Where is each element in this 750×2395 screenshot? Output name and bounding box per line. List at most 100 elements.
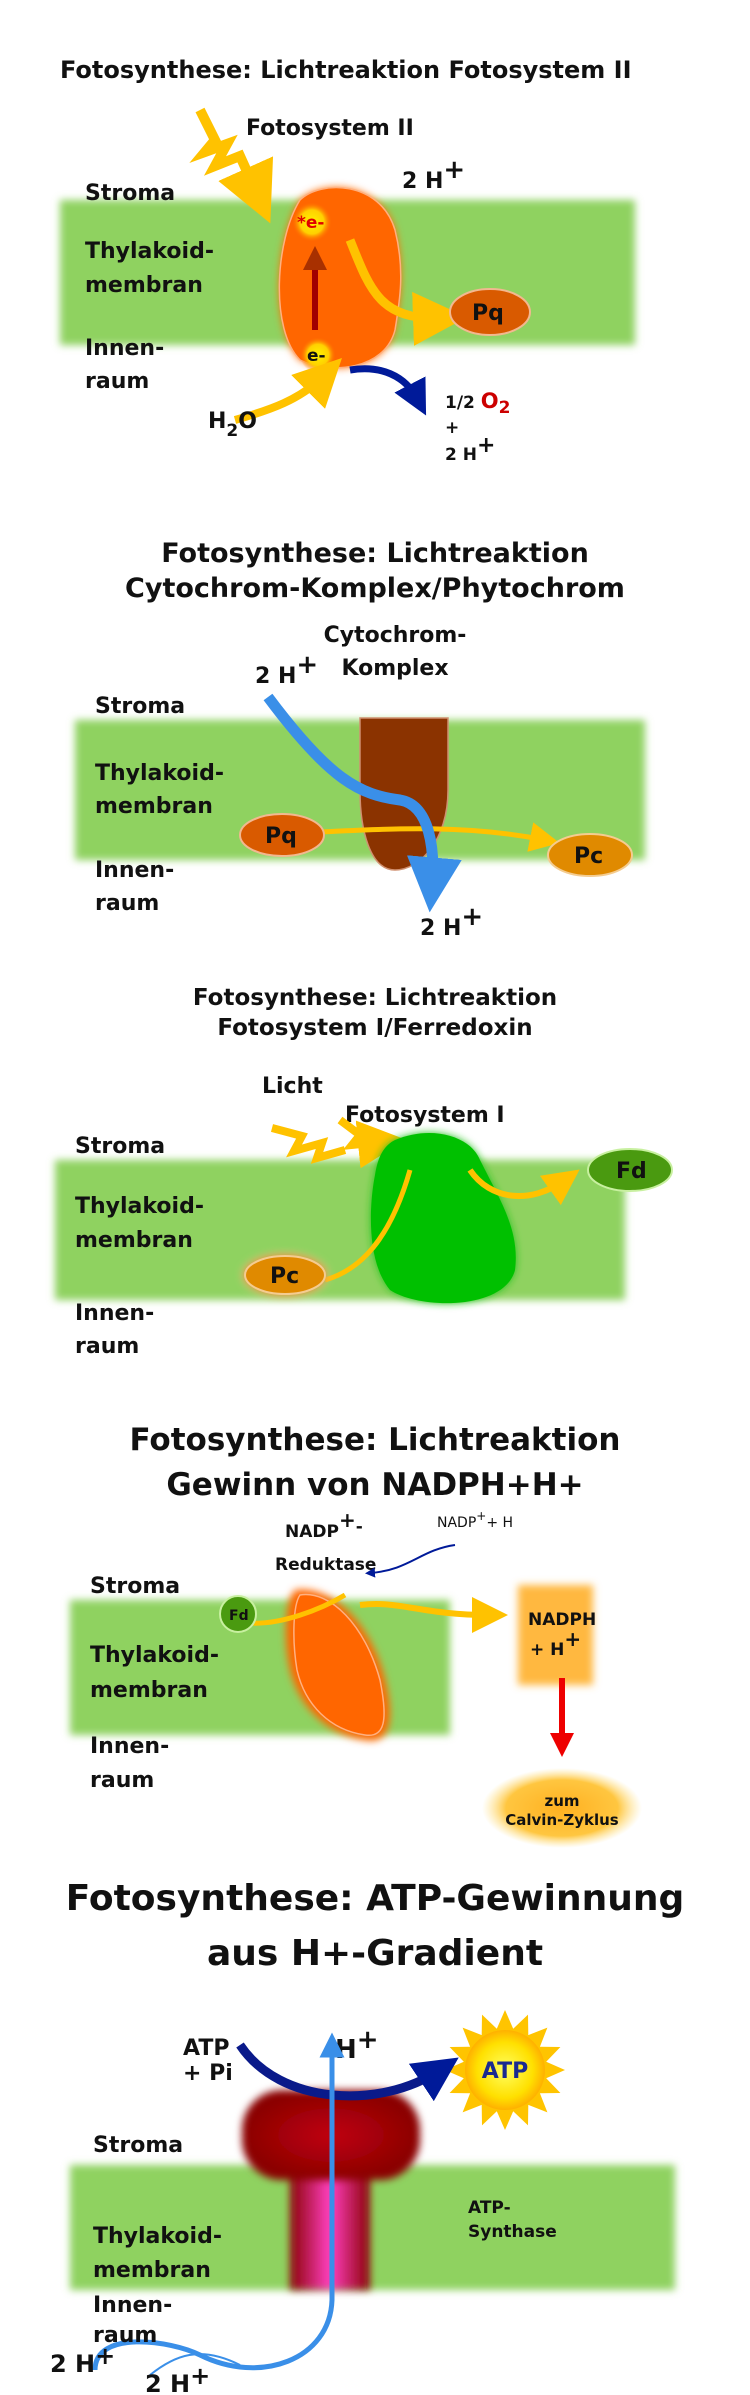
- complex-label-1: NADP+-: [285, 1508, 363, 1542]
- carrier-out-label: Fd: [616, 1159, 647, 1184]
- plastoquinone-carrier: [239, 813, 325, 857]
- panel-title-line-1: Fotosynthese: Lichtreaktion: [193, 985, 557, 1011]
- panel-title-line-1: Fotosynthese: Lichtreaktion: [161, 538, 589, 569]
- complex-label: Fotosystem II: [246, 116, 414, 141]
- proton-transport-arrow: [263, 693, 462, 913]
- lumen-label-2: raum: [90, 1768, 154, 1793]
- complex-label-1: Cytochrom-: [324, 623, 467, 648]
- ferredoxin-carrier: [219, 1595, 257, 1633]
- lumen-label-2: raum: [75, 1334, 139, 1359]
- lumen-label-2: raum: [85, 369, 149, 394]
- light-lightning-icon: [189, 107, 274, 224]
- lumen-label-1: Innen-: [85, 336, 164, 361]
- ferredoxin-transfer-arrow: [467, 1168, 580, 1206]
- water-label: H2O: [208, 409, 257, 441]
- atp-sun-core: [465, 2030, 545, 2110]
- panel-title-line-2: Fotosystem I/Ferredoxin: [217, 1015, 532, 1041]
- carrier-in-label: Pc: [270, 1264, 299, 1289]
- proton-label-1: 2 H+: [50, 2342, 115, 2378]
- proton-flow-branch: [149, 2353, 241, 2376]
- product-plus: +: [445, 418, 459, 438]
- proton-product-label: 2 H+: [445, 433, 495, 465]
- lumen-label-1: Innen-: [95, 858, 174, 883]
- lumen-label-1: Innen-: [93, 2293, 172, 2318]
- proton-in-label: 2 H+: [255, 650, 318, 689]
- lumen-label-1: Innen-: [75, 1301, 154, 1326]
- membrane-label-1: Thylakoid-: [95, 761, 224, 786]
- stroma-label: Stroma: [75, 1134, 165, 1159]
- lumen-label-1: Innen-: [90, 1734, 169, 1759]
- proton-flow-arrow: [92, 2032, 345, 2371]
- proton-label: 2 H+: [402, 155, 465, 194]
- proton-out-label: 2 H+: [420, 902, 483, 941]
- stroma-label: Stroma: [90, 1574, 180, 1599]
- plastocyanin-carrier: [244, 1255, 326, 1295]
- oxygen-product-label: 1/2 O2: [445, 389, 511, 418]
- product-label: ATP: [482, 2059, 528, 2084]
- carrier-label: Fd: [229, 1608, 249, 1624]
- panel-title-line-1: Fotosynthese: ATP-Gewinnung: [66, 1878, 685, 1919]
- panel-title-line-1: Fotosynthese: Lichtreaktion: [130, 1422, 621, 1458]
- membrane-label-1: Thylakoid-: [90, 1643, 219, 1668]
- membrane-label-1: Thylakoid-: [85, 239, 214, 264]
- plastoquinone-carrier: [449, 288, 531, 336]
- stroma-label: Stroma: [93, 2133, 183, 2158]
- nadp-reductase-complex: [293, 1593, 385, 1736]
- thylakoid-membrane-band: [70, 2165, 675, 2290]
- membrane-label-1: Thylakoid-: [75, 1194, 204, 1219]
- nadph-formation-arrow: [359, 1596, 508, 1633]
- product-label-2: + H+: [530, 1627, 581, 1660]
- destination-label-1: zum: [544, 1792, 579, 1810]
- nadph-box: [518, 1585, 593, 1685]
- complex-label-2: Synthase: [468, 2222, 557, 2242]
- membrane-label-2: membran: [75, 1228, 193, 1253]
- membrane-label-2: membran: [95, 794, 213, 819]
- panel-photosystem-i: Fotosynthese: Lichtreaktion Fotosystem I…: [55, 985, 673, 1359]
- panel-nadph-gain: Fotosynthese: Lichtreaktion Gewinn von N…: [70, 1422, 642, 1848]
- electron-transfer-arrow: [324, 1169, 413, 1283]
- complex-label-1: ATP-: [468, 2198, 511, 2218]
- panel-cytochrome-complex: Fotosynthese: Lichtreaktion Cytochrom-Ko…: [75, 538, 645, 941]
- panel-title: Fotosynthese: Lichtreaktion Fotosystem I…: [60, 56, 632, 84]
- light-lightning-icon-1: [270, 1124, 347, 1164]
- membrane-label-2: membran: [93, 2258, 211, 2283]
- plastocyanin-carrier: [547, 833, 633, 877]
- membrane-label-2: membran: [85, 273, 203, 298]
- substrate-label: NADP++ H: [437, 1509, 513, 1531]
- panel-photosystem-ii: Fotosynthese: Lichtreaktion Fotosystem I…: [60, 56, 635, 465]
- complex-label-2: Komplex: [341, 656, 448, 681]
- substrate-label-2: + Pi: [183, 2061, 233, 2086]
- destination-label-2: Calvin-Zyklus: [505, 1811, 619, 1829]
- complex-label-2: Reduktase: [275, 1555, 376, 1575]
- panel-title-line-2: Cytochrom-Komplex/Phytochrom: [125, 573, 625, 604]
- oxygen-release-arrow: [349, 365, 427, 416]
- complex-label: Fotosystem I: [345, 1103, 505, 1128]
- proton-label-2: 2 H+: [145, 2362, 210, 2395]
- carrier-in-label: Pq: [265, 824, 297, 849]
- electron-transfer-arrow: [319, 822, 560, 852]
- electron-transfer-arrow: [249, 1592, 347, 1626]
- proton-label: H+: [335, 2025, 379, 2065]
- panel-title-line-2: Gewinn von NADPH+H+: [166, 1467, 583, 1503]
- panel-atp-synthase: Fotosynthese: ATP-Gewinnung aus H+-Gradi…: [50, 1878, 684, 2395]
- excited-electron-label: *e-: [297, 213, 324, 233]
- lumen-label-2: raum: [93, 2323, 157, 2348]
- membrane-label-1: Thylakoid-: [93, 2224, 222, 2249]
- light-label: Licht: [262, 1074, 323, 1099]
- calvin-cycle-glow: [482, 1768, 642, 1848]
- electron-label: e-: [307, 346, 326, 366]
- product-label-1: NADPH: [528, 1610, 596, 1630]
- excited-electron-glow: [292, 202, 332, 242]
- carrier-out-label: Pc: [574, 844, 603, 869]
- stroma-label: Stroma: [95, 694, 185, 719]
- lumen-label-2: raum: [95, 891, 159, 916]
- carrier-label: Pq: [472, 301, 504, 326]
- electron-transfer-arrow: [345, 238, 467, 346]
- stroma-label: Stroma: [85, 181, 175, 206]
- membrane-label-2: membran: [90, 1678, 208, 1703]
- ferredoxin-carrier: [587, 1148, 673, 1192]
- substrate-arrow: [365, 1544, 456, 1578]
- water-arrow: [233, 358, 342, 424]
- panel-title-line-2: aus H+-Gradient: [207, 1933, 543, 1974]
